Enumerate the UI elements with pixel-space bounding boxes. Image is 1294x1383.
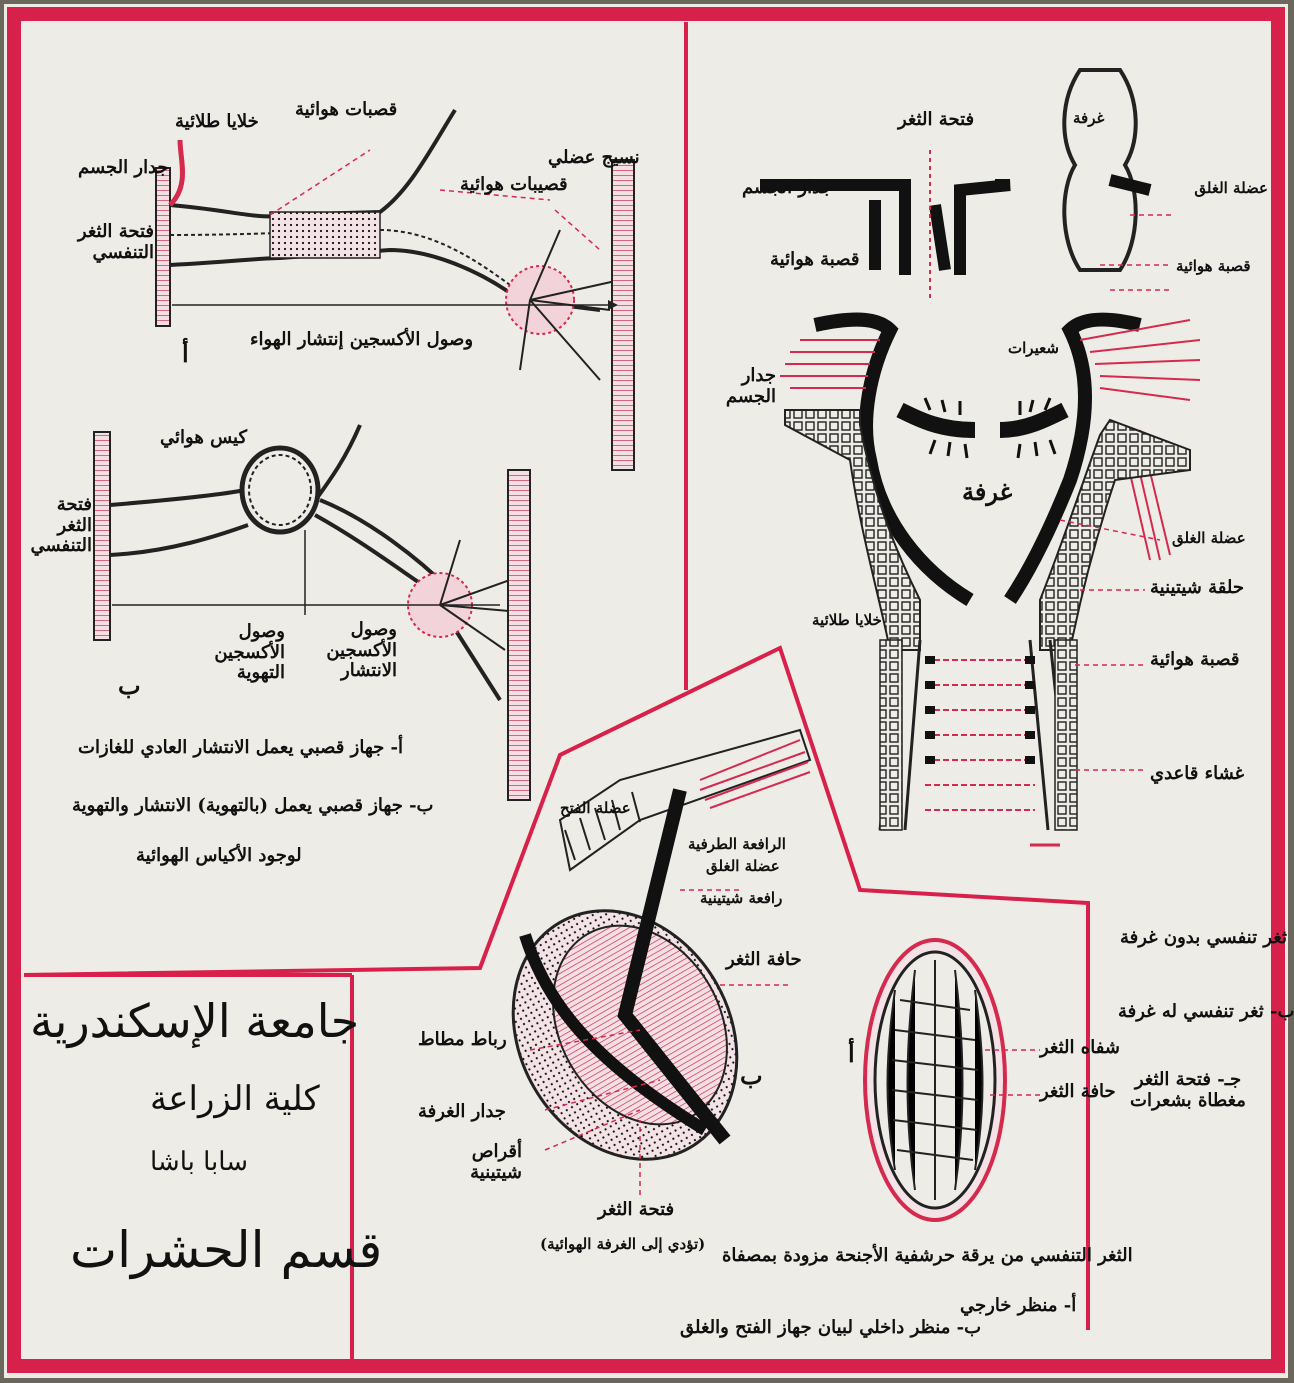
university-title: جامعة الإسكندرية <box>30 995 359 1048</box>
label-dark: الرافعة الطرفية <box>688 836 786 853</box>
department-title: قسم الحشرات <box>70 1222 382 1280</box>
letter-bottom-a: أ <box>848 1040 855 1068</box>
note-top-left-2: ب- جهاز قصبي يعمل (بالتهوية) الانتشار وا… <box>72 796 434 817</box>
label-tracheae-a: قصبات هوائية <box>295 100 397 121</box>
label-atrium-wall: جدار الغرفة <box>418 1102 506 1123</box>
note-right-3: جـ- فتحة الثغر مغطاة بشعرات <box>1118 1070 1258 1111</box>
label-closing-muscle-bottom: عضلة الغلق <box>706 858 780 875</box>
atrium-tube <box>1064 70 1135 270</box>
label-atrium: غرفة <box>962 478 1012 506</box>
label-air-sac: كيس هوائي <box>160 428 247 449</box>
label-closing-muscle-2: عضلة الغلق <box>1172 530 1246 547</box>
label-tracheoles-a: قصيبات هوائية <box>460 175 568 196</box>
label-caption-a: وصول الأكسجين إنتشار الهواء <box>250 330 473 351</box>
note-top-left-3: لوجود الأكياس الهوائية <box>136 846 302 867</box>
location-title: سابا باشا <box>150 1148 248 1178</box>
note-bottom-2: أ- منظر خارجي <box>960 1296 1076 1317</box>
letter-a: أ <box>182 340 189 368</box>
label-setae-bottom: رافعة شيتينية <box>700 890 782 907</box>
label-body-wall-1: جدار الجسم <box>742 178 833 199</box>
air-sac <box>242 448 318 532</box>
label-chitin-ring: حلقة شيتينية <box>1150 578 1244 599</box>
label-spiracle-edge-bottom: حافة الثغر <box>726 950 802 971</box>
label-trachea-1: قصبة هوائية <box>770 250 859 271</box>
muscle-wall-a <box>612 160 634 470</box>
label-spiracle-opening: فتحة الثغر <box>898 110 974 131</box>
letter-bottom-b: ب <box>740 1062 763 1090</box>
note-top-left-1: أ- جهاز قصبي يعمل الانتشار العادي للغازا… <box>78 738 403 759</box>
note-right-2: ب- ثغر تنفسي له غرفة <box>1118 1002 1294 1023</box>
label-hypodermis-a: خلايا طلائية <box>175 112 259 133</box>
label-setae-top: شعيرات <box>1008 340 1059 357</box>
muscle-wall-b <box>508 470 530 800</box>
label-hypodermis-right: خلايا طلائية <box>812 612 882 629</box>
label-valve: رباط مطاط <box>418 1030 507 1051</box>
label-atrium-top: غرفة <box>1073 110 1104 127</box>
trachea-cells-right <box>1055 640 1077 830</box>
label-body-wall-2: جدار الجسم <box>706 366 776 407</box>
note-bottom-1: الثغر التنفسي من يرقة حرشفية الأجنحة مزو… <box>722 1246 1133 1267</box>
label-trachea-3: قصبة هوائية <box>1150 650 1239 671</box>
label-oxygen-pump: وصول الأكسجين التهوية <box>175 622 285 684</box>
body-wall-a <box>156 168 170 326</box>
label-spiracle-a: فتحة الثغر التنفسي <box>72 222 154 263</box>
trachea-a-dotted <box>270 212 380 258</box>
note-right-1: أ- ثغر تنفسي بدون غرفة <box>1120 928 1294 949</box>
label-spiracle-b: فتحة الثغر التنفسي <box>28 495 92 557</box>
label-chitin-plates: أقراص شيتينية <box>450 1142 522 1183</box>
label-spiracle-opening-bottom: فتحة الثغر <box>598 1200 674 1221</box>
note-bottom-3: ب- منظر داخلي لبيان جهاز الفتح والغلق <box>680 1318 981 1339</box>
body-wall-b <box>94 432 110 640</box>
label-muscle-a: نسيج عضلي <box>548 148 640 169</box>
label-lip: شفاه الثغر <box>1040 1038 1120 1059</box>
label-lip-edge: حافة الثغر <box>1040 1082 1116 1103</box>
label-body-wall-a: جدار الجسم <box>78 158 169 179</box>
letter-b: ب <box>118 672 141 700</box>
label-spiracle-opening-sub: (تؤدي إلى الغرفة الهوائية) <box>540 1236 705 1253</box>
label-closing-muscle: عضلة الغلق <box>1178 180 1268 197</box>
label-muscle-top-bottom: عضلة الفتح <box>560 800 631 817</box>
label-intima: غشاء قاعدي <box>1150 764 1244 785</box>
label-oxygen-diffusion: وصول الأكسجين الانتشار <box>305 620 397 682</box>
label-trachea-2: قصبة هوائية <box>1176 258 1251 275</box>
faculty-title: كلية الزراعة <box>150 1080 320 1119</box>
trachea-cells-left <box>880 640 902 830</box>
